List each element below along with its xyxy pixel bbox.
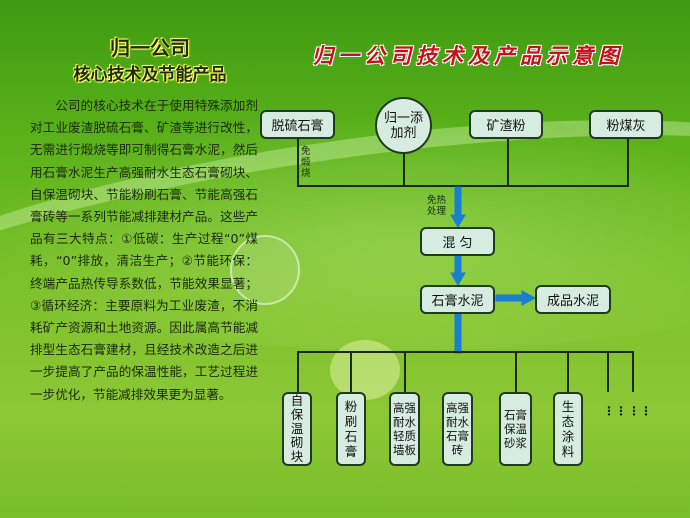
connector-line [627, 139, 629, 186]
connector-line [297, 351, 299, 392]
connector-line [350, 351, 352, 392]
connector-line [632, 351, 634, 392]
product-mortar: 石膏保温砂浆 [499, 392, 532, 466]
left-title-line1: 归一公司 [110, 36, 190, 60]
connector-line [515, 351, 517, 392]
diagram-title: 归一公司技术及产品示意图 [312, 44, 624, 68]
connector-line [297, 185, 629, 187]
note-no-heat: 免热处理 [427, 195, 447, 217]
connector-line [404, 351, 406, 392]
connector-line [507, 139, 509, 186]
input-slag: 矿渣粉 [469, 110, 543, 139]
input-gypsum: 脱硫石膏 [260, 110, 335, 139]
product-eco-coating: 生态涂料 [553, 392, 583, 466]
arrow-head [521, 290, 537, 306]
arrow-to-cement [454, 255, 462, 276]
connector-line [567, 351, 569, 392]
note-no-calcine: 免煅烧 [301, 146, 311, 179]
product-plaster: 粉刷石膏 [336, 392, 366, 466]
connector-line [297, 139, 299, 186]
more-products-dots: ⋮⋮ [628, 404, 652, 418]
arrow-to-product-cement [495, 294, 525, 302]
connector-line [607, 351, 609, 392]
more-products-dots: ⋮⋮ [603, 404, 627, 418]
left-title-line2: 核心技术及节能产品 [73, 65, 227, 85]
step-gypsum-cement: 石膏水泥 [420, 285, 495, 314]
step-mix: 混 匀 [420, 227, 495, 256]
arrow-to-products [454, 313, 462, 354]
input-additive: 归一添加剂 [375, 97, 432, 154]
arrow-to-mix [454, 186, 462, 218]
input-flyash: 粉煤灰 [589, 110, 663, 139]
connector-line [297, 351, 634, 353]
description-paragraph: 公司的核心技术在于使用特殊添加剂对工业废渣脱硫石膏、矿渣等进行改性，无需进行煅烧… [30, 98, 258, 402]
product-gypsum-brick: 高强耐水石膏砖 [442, 392, 473, 466]
arrow-head [450, 272, 466, 286]
step-finished-cement: 成品水泥 [535, 285, 611, 314]
connector-line [403, 154, 405, 186]
product-wallboard: 高强耐水轻质墙板 [389, 392, 420, 466]
arrow-head [450, 214, 466, 228]
product-self-insulating-block: 自保温砌块 [282, 392, 312, 466]
